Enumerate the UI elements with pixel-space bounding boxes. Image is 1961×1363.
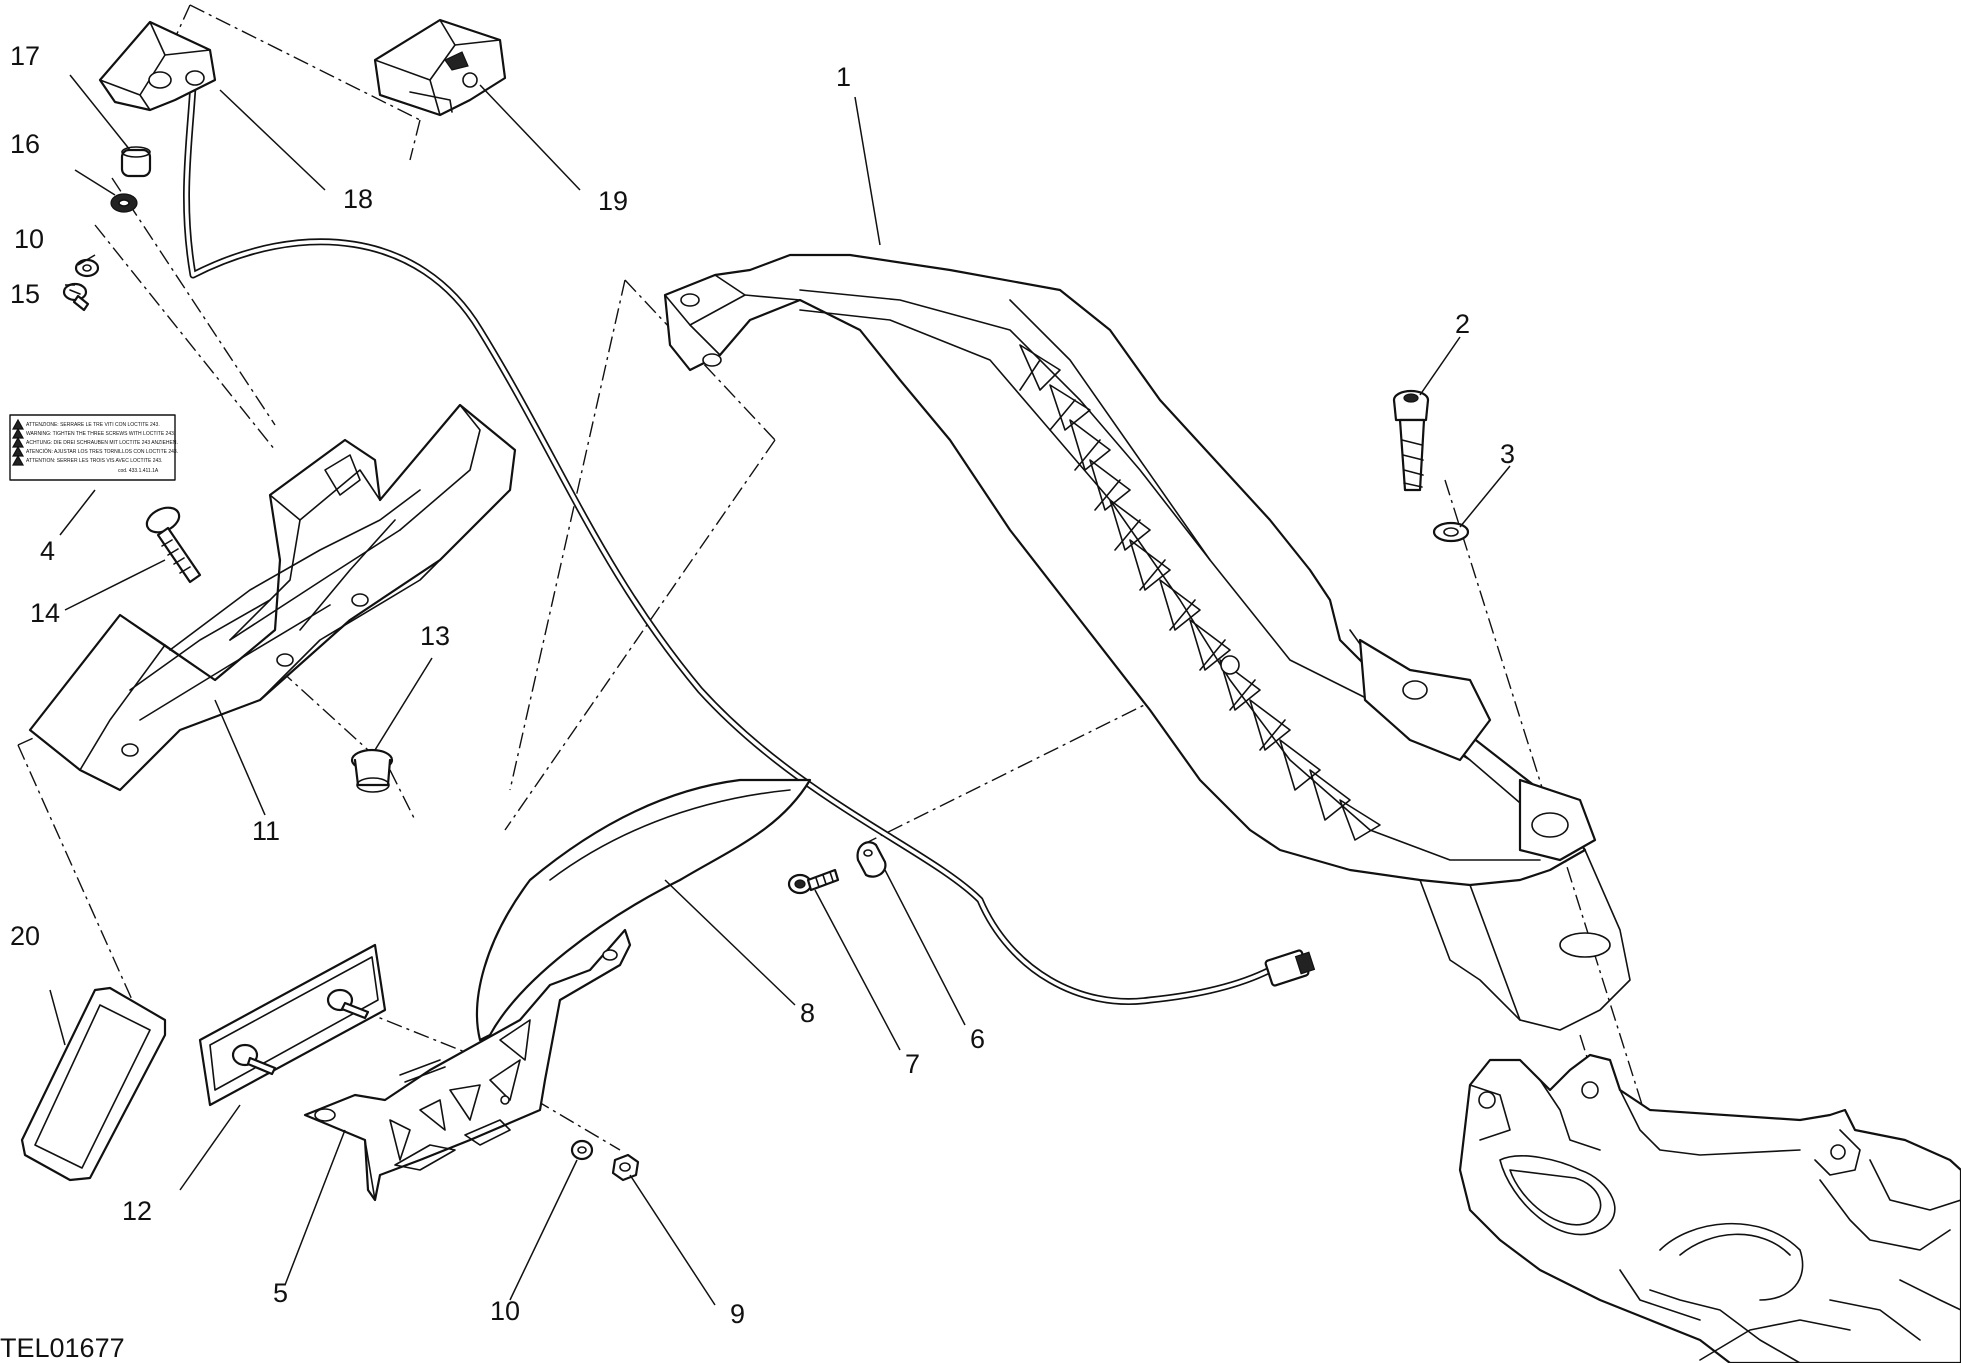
callout-14: 14 bbox=[30, 598, 60, 628]
callout-3: 3 bbox=[1500, 439, 1515, 469]
drawing-code: TEL01677 bbox=[0, 1333, 125, 1363]
sticker-line-en: WARNING: TIGHTEN THE THREE SCREWS WITH L… bbox=[26, 431, 175, 437]
callout-13: 13 bbox=[420, 621, 450, 651]
rear-subframe-1 bbox=[663, 253, 1631, 1031]
wiring-cable bbox=[183, 81, 1316, 1005]
plate-light-18 bbox=[98, 20, 217, 112]
warning-sticker-4: ATTENZIONE: SERRARE LE TRE VITI CON LOCT… bbox=[9, 414, 178, 481]
callout-18: 18 bbox=[343, 184, 373, 214]
callout-20: 20 bbox=[10, 921, 40, 951]
callout-19: 19 bbox=[598, 186, 628, 216]
callout-10-top: 10 bbox=[14, 224, 44, 254]
mudguard-8 bbox=[475, 778, 812, 1042]
callout-4: 4 bbox=[40, 536, 55, 566]
washer-10-top bbox=[74, 258, 100, 278]
cable-connector bbox=[1264, 949, 1316, 987]
screw-14 bbox=[145, 506, 202, 584]
callout-12: 12 bbox=[122, 1196, 152, 1226]
callout-16: 16 bbox=[10, 129, 40, 159]
toothed-washer-16 bbox=[110, 193, 138, 213]
plate-bracket-5 bbox=[303, 928, 632, 1202]
callout-5: 5 bbox=[273, 1278, 288, 1308]
clip-6 bbox=[856, 841, 887, 878]
plate-holder-11 bbox=[28, 403, 517, 792]
washer-10-bottom bbox=[570, 1139, 594, 1161]
callout-11: 11 bbox=[252, 816, 280, 846]
callout-2: 2 bbox=[1455, 309, 1470, 339]
reflector-20 bbox=[20, 986, 167, 1182]
assembly-lines bbox=[17, 4, 1651, 1151]
screw-7 bbox=[787, 868, 840, 895]
washer-3 bbox=[1432, 521, 1470, 543]
callout-8: 8 bbox=[800, 998, 815, 1028]
vehicle-frame bbox=[1458, 1053, 1961, 1363]
sticker-line-fr: ATTENTION: SERRER LES TROIS VIS AVEC LOC… bbox=[26, 458, 162, 464]
callout-15: 15 bbox=[10, 279, 40, 309]
screw-15 bbox=[62, 282, 90, 312]
sticker-line-it: ATTENZIONE: SERRARE LE TRE VITI CON LOCT… bbox=[26, 422, 160, 428]
callout-17: 17 bbox=[10, 41, 40, 71]
bolt-2 bbox=[1392, 389, 1430, 492]
callout-numbers: 1 2 3 4 5 6 7 8 9 10 10 11 12 13 14 15 1… bbox=[10, 41, 1515, 1329]
bush-13 bbox=[350, 748, 394, 793]
callout-7: 7 bbox=[905, 1049, 920, 1079]
callout-9: 9 bbox=[730, 1299, 745, 1329]
callout-10-bottom: 10 bbox=[490, 1296, 520, 1326]
sticker-line-de: ACHTUNG: DIE DREI SCHRAUBEN MIT LOCTITE … bbox=[26, 440, 178, 446]
leader-lines bbox=[49, 74, 1511, 1306]
nut-9 bbox=[611, 1153, 640, 1182]
spacer-17 bbox=[120, 146, 152, 178]
plate-lamp-12 bbox=[198, 943, 387, 1107]
sticker-line-es: ATENCIÓN: AJUSTAR LOS TRES TORNILLOS CON… bbox=[26, 448, 178, 455]
sticker-code: cod. 433.1.411.1A bbox=[118, 468, 159, 474]
callout-1: 1 bbox=[836, 62, 851, 92]
callout-6: 6 bbox=[970, 1024, 985, 1054]
cover-19 bbox=[373, 18, 507, 117]
